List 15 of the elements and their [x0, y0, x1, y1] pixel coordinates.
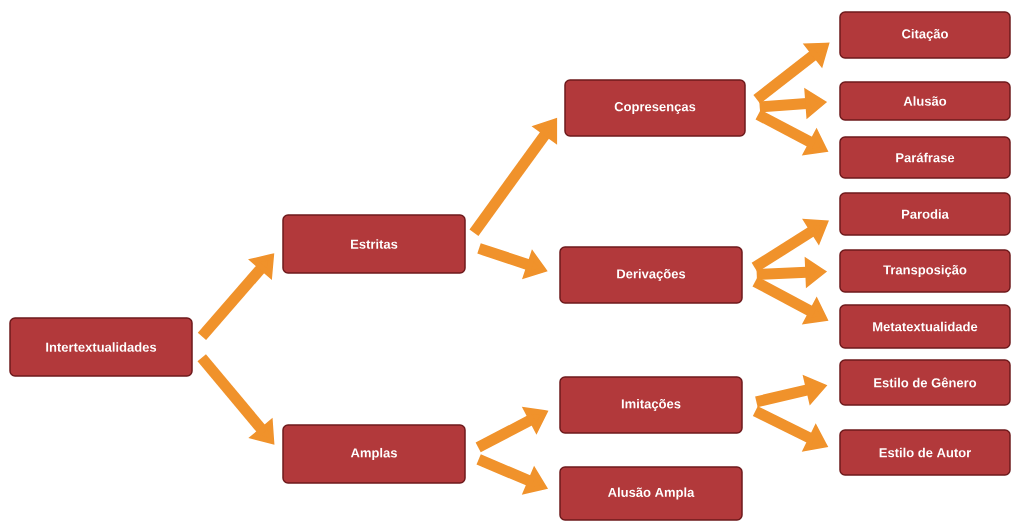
- category-box: Estilo de Autor: [839, 429, 1011, 476]
- category-box: Alusão: [839, 81, 1011, 121]
- category-box: Estilo de Gênero: [839, 359, 1011, 406]
- category-box: Transposição: [839, 249, 1011, 293]
- category-box: Alusão Ampla: [559, 466, 743, 521]
- category-box: Parodia: [839, 192, 1011, 236]
- category-box: Imitações: [559, 376, 743, 434]
- category-box: Metatextualidade: [839, 304, 1011, 349]
- category-box: Copresenças: [564, 79, 746, 137]
- category-box: Amplas: [282, 424, 466, 484]
- category-box: Paráfrase: [839, 136, 1011, 179]
- category-box: Derivações: [559, 246, 743, 304]
- category-box: Citação: [839, 11, 1011, 59]
- category-box: Estritas: [282, 214, 466, 274]
- category-box: Intertextualidades: [9, 317, 193, 377]
